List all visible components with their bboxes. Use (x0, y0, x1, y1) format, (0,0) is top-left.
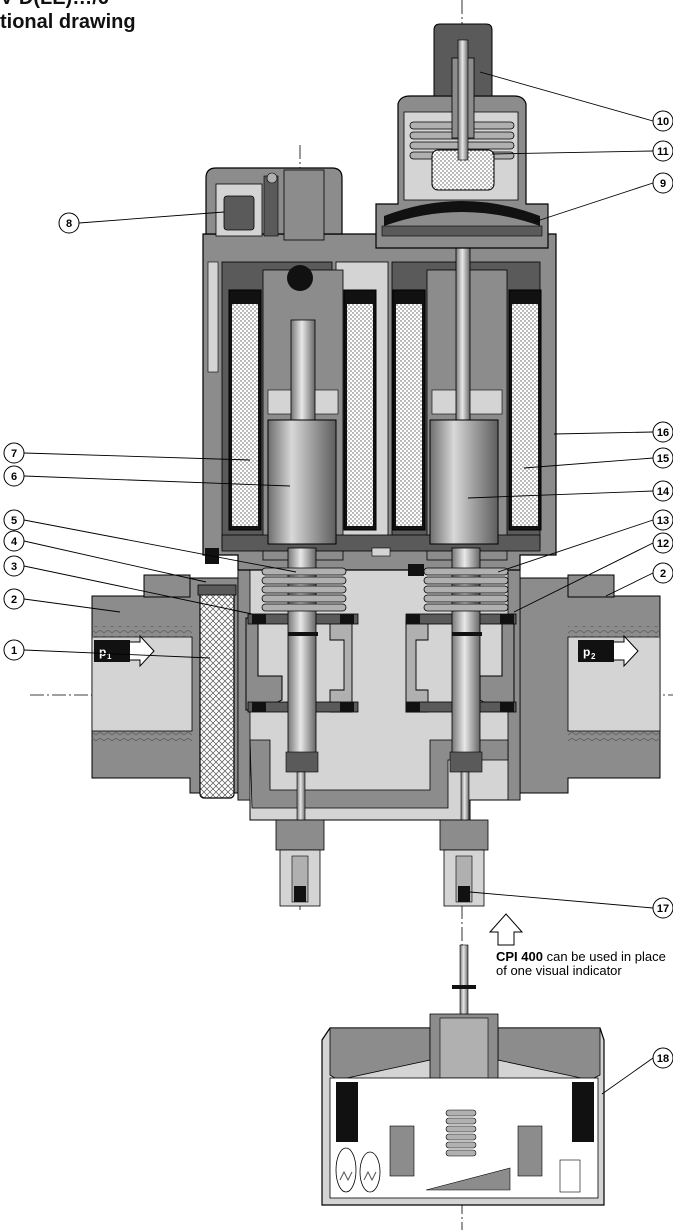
callout-8: 8 (58, 212, 80, 234)
svg-text:8: 8 (66, 218, 72, 230)
spring-left (261, 567, 347, 612)
svg-text:17: 17 (657, 903, 669, 915)
visual-indicator-left (275, 819, 325, 907)
svg-text:12: 12 (657, 538, 669, 550)
callout-6: 6 (3, 465, 25, 487)
svg-text:14: 14 (657, 486, 670, 498)
svg-text:16: 16 (657, 427, 669, 439)
svg-text:11: 11 (657, 146, 669, 158)
title-line-2: tional drawing (0, 11, 136, 33)
callout-9: 9 (652, 172, 673, 194)
port-p2-letter: p (583, 645, 590, 659)
svg-text:4: 4 (11, 536, 18, 548)
port-marker-p2: p 2 (578, 634, 639, 668)
cpi-400-label: CPI 400 (496, 949, 543, 964)
svg-text:10: 10 (657, 116, 669, 128)
valve-body (91, 567, 661, 821)
svg-text:18: 18 (657, 1053, 669, 1065)
callout-3: 3 (3, 555, 25, 577)
visual-indicator-right (439, 819, 489, 907)
callout-16: 16 (652, 421, 673, 443)
cpi-400-note-text: can be used in place of one visual indic… (496, 949, 666, 978)
port-p1-sub: 1 (107, 652, 112, 661)
callout-2-right: 2 (652, 562, 673, 584)
svg-text:3: 3 (11, 561, 17, 573)
callout-18: 18 (652, 1047, 673, 1069)
callout-7: 7 (3, 442, 25, 464)
svg-text:2: 2 (11, 594, 17, 606)
spring-right (423, 567, 509, 612)
solenoid-housing (202, 233, 557, 576)
pressure-regulator (375, 23, 549, 249)
cpi-400-note: CPI 400 can be used in place of one visu… (496, 950, 672, 978)
svg-text:1: 1 (11, 645, 17, 657)
drawing-title: V-D(LE)…/6 tional drawing (0, 0, 136, 34)
port-p2-sub: 2 (591, 652, 596, 661)
callout-17: 17 (652, 897, 673, 919)
diaphragm (384, 201, 540, 226)
svg-text:9: 9 (660, 178, 666, 190)
cpi-400-unit (321, 944, 605, 1206)
callout-5: 5 (3, 509, 25, 531)
svg-text:7: 7 (11, 448, 17, 460)
svg-text:13: 13 (657, 515, 669, 527)
cpi-pointer-arrow (488, 913, 524, 946)
callout-15: 15 (652, 447, 673, 469)
svg-text:15: 15 (657, 453, 669, 465)
title-line-1: V-D(LE)…/6 (0, 0, 136, 10)
leader-lines (23, 71, 654, 1095)
callout-2-left: 2 (3, 588, 25, 610)
callout-12: 12 (652, 532, 673, 554)
callouts: 1 2 2 3 4 5 6 7 8 9 10 11 12 13 14 15 16… (3, 110, 673, 1069)
svg-text:6: 6 (11, 471, 17, 483)
callout-1: 1 (3, 639, 25, 661)
port-p1-letter: p (99, 645, 106, 659)
callout-14: 14 (652, 480, 673, 502)
svg-text:5: 5 (11, 515, 17, 527)
callout-10: 10 (652, 110, 673, 132)
strainer (199, 591, 235, 799)
callout-11: 11 (652, 140, 673, 162)
plug-connector (205, 167, 343, 291)
port-marker-p1: p 1 (94, 634, 155, 668)
callout-13: 13 (652, 509, 673, 531)
callout-4: 4 (3, 530, 25, 552)
svg-text:2: 2 (660, 568, 666, 580)
